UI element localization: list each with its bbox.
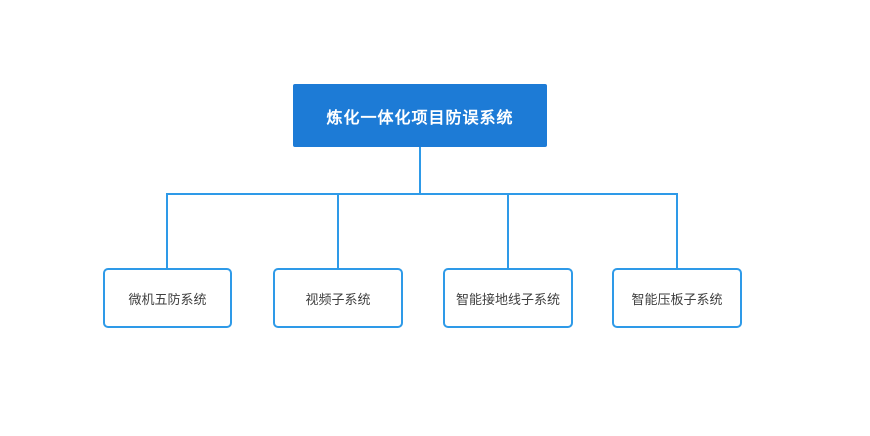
connector-drop-3	[507, 194, 509, 269]
child-node-1[interactable]: 微机五防系统	[103, 268, 232, 328]
child-node-3-label: 智能接地线子系统	[455, 291, 560, 307]
child-node-4[interactable]: 智能压板子系统	[612, 268, 742, 328]
connector-stem	[419, 147, 421, 194]
child-node-3[interactable]: 智能接地线子系统	[443, 268, 573, 328]
connector-drop-2	[337, 194, 339, 269]
connector-bus	[166, 193, 678, 195]
child-node-2-label: 视频子系统	[305, 291, 371, 307]
child-node-2[interactable]: 视频子系统	[273, 268, 403, 328]
child-node-1-label: 微机五防系统	[128, 291, 207, 307]
connector-drop-4	[676, 194, 678, 269]
child-node-4-label: 智能压板子系统	[631, 291, 723, 307]
root-node[interactable]: 炼化一体化项目防误系统	[293, 84, 547, 147]
connector-drop-1	[166, 194, 168, 269]
root-node-label: 炼化一体化项目防误系统	[326, 109, 514, 127]
